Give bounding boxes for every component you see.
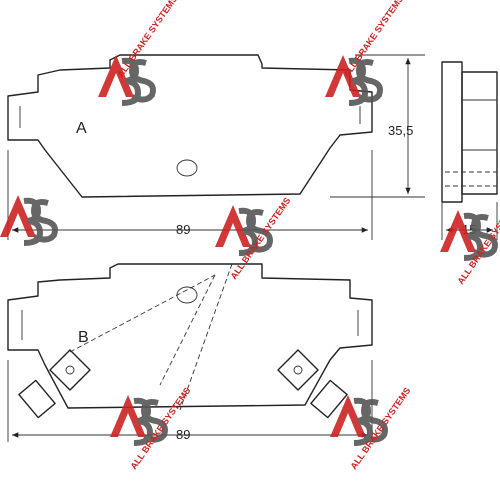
height-value: 35,5 [388, 123, 413, 138]
watermark-text: ALL BRAKE SYSTEMS [115, 0, 179, 79]
clip-left [18, 349, 91, 419]
width-dimension-b: 89 [7, 360, 373, 442]
watermark-text: ALL BRAKE SYSTEMS [228, 196, 292, 281]
height-dimension: 35,5 [330, 54, 425, 198]
watermark-text: ALL BRAKE SYSTEMS [341, 0, 405, 79]
pad-b: B [7, 263, 373, 419]
pad-b-label: B [78, 329, 89, 346]
pad-a: A [7, 54, 373, 198]
clip-right [277, 349, 348, 419]
width-a-value: 89 [176, 222, 190, 237]
pad-a-label: A [76, 120, 87, 137]
width-b-value: 89 [176, 427, 190, 442]
